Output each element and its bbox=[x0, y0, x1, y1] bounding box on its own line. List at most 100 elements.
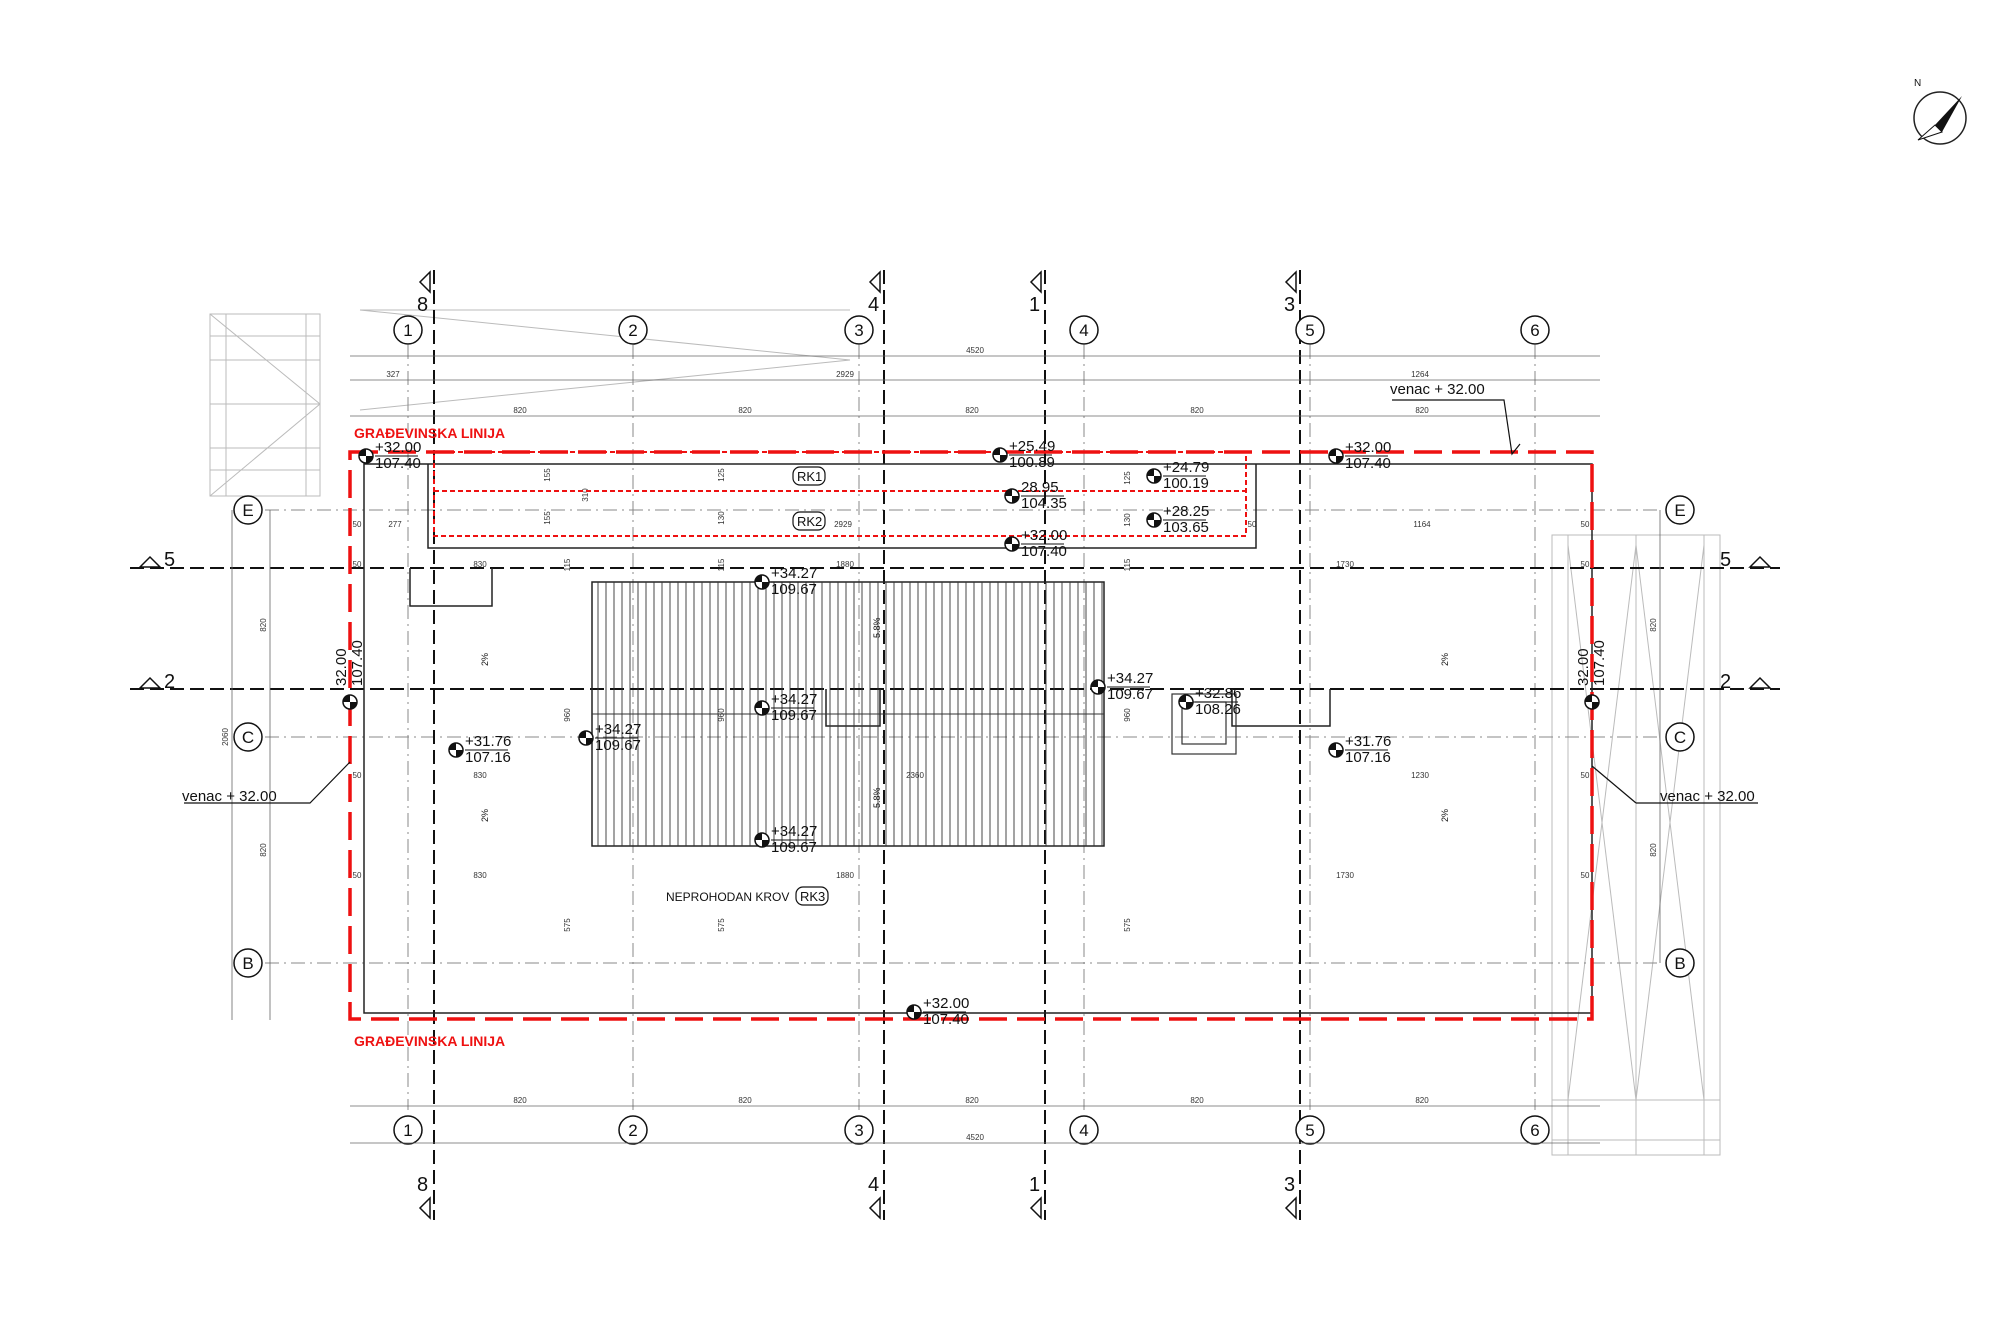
dim-830-b: 830 bbox=[473, 771, 487, 780]
level-symbol-fill bbox=[1005, 537, 1012, 544]
dim-bay-b3: 820 bbox=[965, 1096, 979, 1105]
level-absolute: 100.89 bbox=[1009, 454, 1055, 471]
roof-tags bbox=[792, 466, 829, 906]
level-symbol-fill bbox=[1005, 489, 1012, 496]
axis-6-bottom: 6 bbox=[1530, 1121, 1539, 1140]
section-label-4-top: 4 bbox=[868, 294, 879, 316]
roof-tag-rk2: RK2 bbox=[797, 514, 822, 529]
level-symbol-fill bbox=[1000, 455, 1007, 462]
building-line-label-top: GRAĐEVINSKA LINIJA bbox=[354, 425, 505, 441]
level-absolute: 107.16 bbox=[465, 749, 511, 766]
level-symbol-fill bbox=[1012, 496, 1019, 503]
dim-155-a: 155 bbox=[543, 468, 552, 482]
dimension-lines bbox=[231, 355, 1661, 1144]
dim-1164: 1164 bbox=[1413, 520, 1431, 529]
dim-2929-b: 2929 bbox=[834, 520, 852, 529]
dim-50-a: 50 bbox=[353, 520, 362, 529]
slope-2pct-2: 2% bbox=[480, 809, 490, 822]
level-relative: +34.27 bbox=[771, 565, 817, 582]
axis-6-top: 6 bbox=[1530, 321, 1539, 340]
level-relative: +24.79 bbox=[1163, 459, 1209, 476]
level-absolute: 107.40 bbox=[923, 1011, 969, 1028]
dim-bay-3: 820 bbox=[965, 406, 979, 415]
section-cut-lines bbox=[130, 270, 1780, 1220]
dim-1230: 1230 bbox=[1411, 771, 1429, 780]
dim-277: 277 bbox=[388, 520, 402, 529]
axis-C-left: C bbox=[242, 728, 254, 747]
level-absolute: 109.67 bbox=[771, 581, 817, 598]
venac-label-left: venac + 32.00 bbox=[182, 788, 277, 805]
level-relative: 28.95 bbox=[1021, 479, 1059, 496]
slope-58pct-1: 5.8% bbox=[872, 617, 882, 638]
level-symbol-fill bbox=[1179, 695, 1186, 702]
dim-130-a: 130 bbox=[717, 511, 726, 525]
dim-327: 327 bbox=[386, 370, 400, 379]
level-relative: +31.76 bbox=[465, 733, 511, 750]
level-symbol-fill bbox=[1329, 449, 1336, 456]
roof-tag-rk3: RK3 bbox=[800, 889, 825, 904]
level-relative: +31.76 bbox=[1345, 733, 1391, 750]
dim-total-top: 4520 bbox=[966, 346, 984, 355]
level-relative: +32.00 bbox=[375, 439, 421, 456]
section-label-3-bottom: 3 bbox=[1284, 1174, 1295, 1196]
axis-B-right: B bbox=[1674, 954, 1685, 973]
dim-1880-a: 1880 bbox=[836, 560, 854, 569]
dim-bay-b1: 820 bbox=[513, 1096, 527, 1105]
dim-1730-b: 1730 bbox=[1336, 871, 1354, 880]
dim-960-b: 960 bbox=[717, 708, 726, 722]
level-relative: +32.00 bbox=[1345, 439, 1391, 456]
dim-575-a: 575 bbox=[563, 918, 572, 932]
level-symbol-fill bbox=[343, 695, 350, 702]
roof-label: NEPROHODAN KROV bbox=[666, 890, 789, 904]
dim-50-d: 50 bbox=[353, 560, 362, 569]
dim-960-c: 960 bbox=[1123, 708, 1132, 722]
level-symbol-fill bbox=[586, 738, 593, 745]
section-label-3-top: 3 bbox=[1284, 294, 1295, 316]
level-symbol-fill bbox=[1147, 513, 1154, 520]
section-label-1-top: 1 bbox=[1029, 294, 1040, 316]
dim-bay-1: 820 bbox=[513, 406, 527, 415]
building-line-red bbox=[348, 450, 1594, 1021]
level-relative: +25.49 bbox=[1009, 438, 1055, 455]
level-symbol-fill bbox=[1592, 702, 1599, 709]
north-arrow-icon: N bbox=[1913, 78, 1967, 145]
dim-820-right-a: 820 bbox=[1649, 618, 1658, 632]
level-symbol-fill bbox=[1585, 695, 1592, 702]
level-absolute: 107.40 bbox=[1591, 640, 1608, 686]
axis-E-left: E bbox=[242, 501, 253, 520]
roof-tag-rk1: RK1 bbox=[797, 469, 822, 484]
rk-zone-red bbox=[433, 451, 1247, 537]
level-symbol-fill bbox=[579, 731, 586, 738]
dim-310: 310 bbox=[581, 488, 590, 502]
building-line-label-bottom: GRAĐEVINSKA LINIJA bbox=[354, 1033, 505, 1049]
axis-5-bottom: 5 bbox=[1305, 1121, 1314, 1140]
dim-50-i: 50 bbox=[1581, 871, 1590, 880]
level-symbol-fill bbox=[755, 833, 762, 840]
level-relative: +32.00 bbox=[1021, 527, 1067, 544]
dim-50-f: 50 bbox=[353, 771, 362, 780]
dim-130-b: 130 bbox=[1123, 513, 1132, 527]
level-symbol-fill bbox=[1098, 687, 1105, 694]
dim-125-a: 125 bbox=[717, 468, 726, 482]
dimension-texts: 4520 327 2929 1264 820 820 820 820 820 8… bbox=[221, 346, 1658, 1142]
level-relative: +28.25 bbox=[1163, 503, 1209, 520]
dim-bay-b5: 820 bbox=[1415, 1096, 1429, 1105]
axis-5-top: 5 bbox=[1305, 321, 1314, 340]
level-absolute: 109.67 bbox=[1107, 686, 1153, 703]
axis-3-bottom: 3 bbox=[854, 1121, 863, 1140]
dim-830-c: 830 bbox=[473, 871, 487, 880]
level-symbol-fill bbox=[755, 575, 762, 582]
dim-bay-4: 820 bbox=[1190, 406, 1204, 415]
level-symbol-fill bbox=[762, 840, 769, 847]
venac-label-right: venac + 32.00 bbox=[1660, 788, 1755, 805]
section-label-4-bottom: 4 bbox=[868, 1174, 879, 1196]
dim-50-g: 50 bbox=[1581, 771, 1590, 780]
hatched-roof-area bbox=[591, 581, 1105, 847]
section-label-5-left: 5 bbox=[164, 549, 175, 571]
level-absolute: 107.40 bbox=[1345, 455, 1391, 472]
adjacent-structure-left bbox=[209, 309, 851, 497]
level-symbol-fill bbox=[1154, 520, 1161, 527]
section-label-8-bottom: 8 bbox=[417, 1174, 428, 1196]
dim-575-b: 575 bbox=[717, 918, 726, 932]
venac-callouts bbox=[184, 399, 1758, 804]
